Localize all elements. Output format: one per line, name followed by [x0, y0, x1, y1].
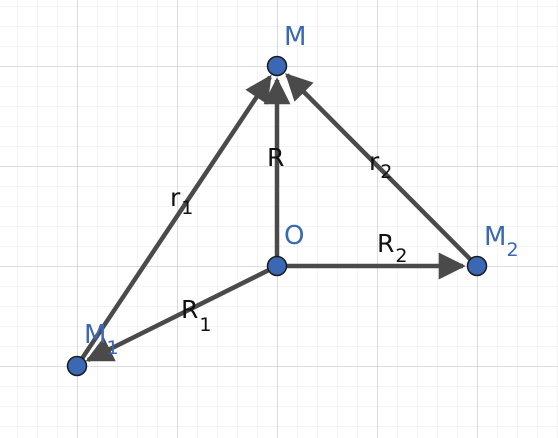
point-label-M1: M1	[84, 320, 119, 359]
point-labels: M O M2 M1	[84, 22, 519, 359]
point-label-M: M	[284, 22, 306, 52]
point-label-O: O	[284, 221, 304, 251]
vector-label-R1: R1	[181, 295, 211, 336]
point-O	[266, 255, 288, 277]
vector-r1	[75, 74, 272, 368]
vector-labels: R r1 r2 R2 R1	[170, 143, 407, 336]
vector-R1	[85, 263, 279, 363]
vectors-layer	[75, 73, 479, 368]
vector-label-R: R	[267, 143, 284, 172]
vector-r2	[285, 73, 479, 268]
point-M	[266, 55, 288, 77]
points-layer	[66, 55, 488, 377]
point-M2	[466, 255, 488, 277]
vector-label-r1: r1	[170, 183, 193, 219]
vector-label-R2: R2	[377, 229, 407, 267]
point-M1	[66, 355, 88, 377]
point-label-M2: M2	[484, 222, 519, 261]
vector-label-r2: r2	[369, 147, 392, 183]
